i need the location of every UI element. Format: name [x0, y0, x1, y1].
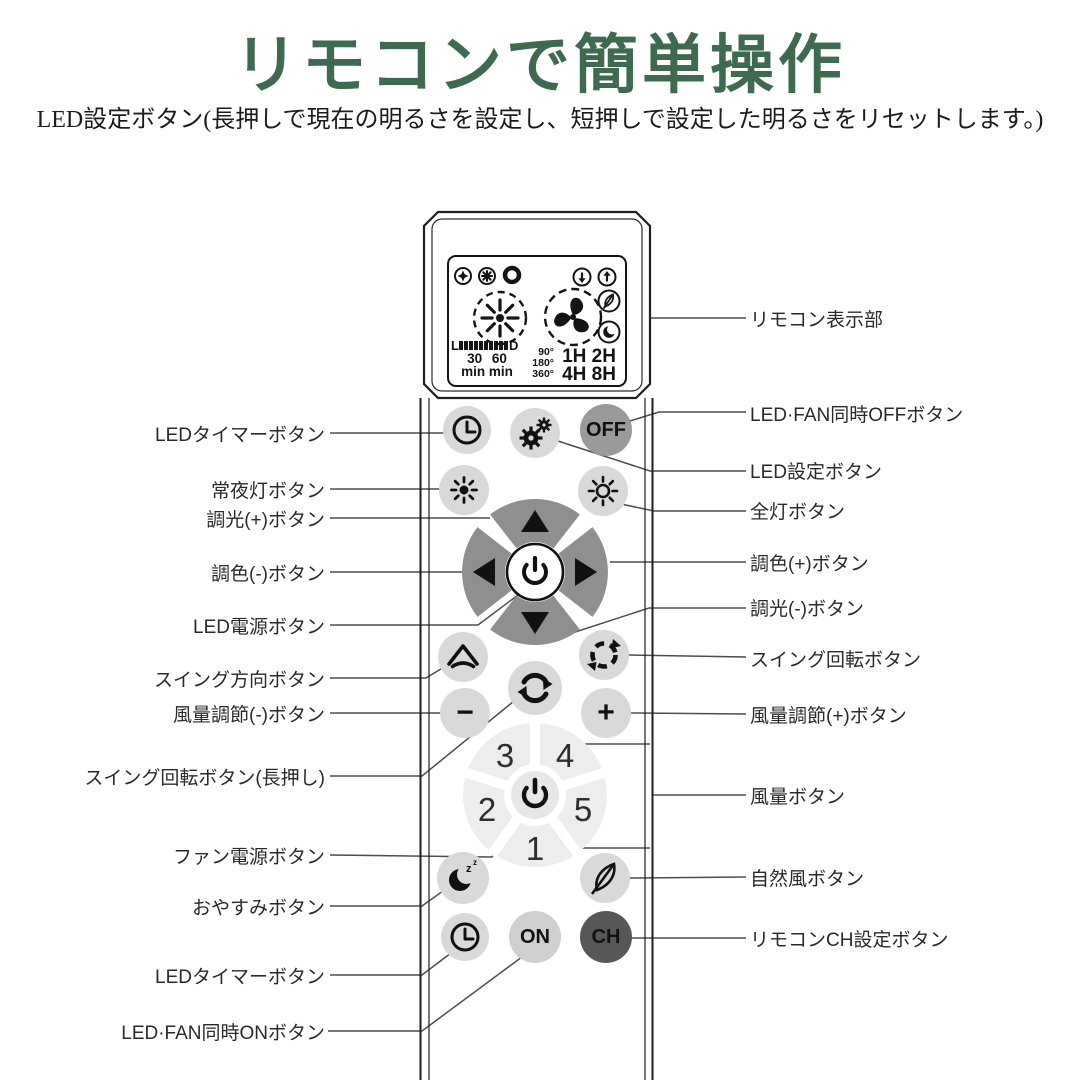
- label-fan-speed: 風量ボタン: [750, 787, 846, 808]
- bar-left-cap: L: [451, 338, 459, 353]
- led-timer-button-bottom: [441, 913, 489, 961]
- leaf-icon: [590, 862, 616, 895]
- timer-hours-row2: 4H 8H: [562, 364, 616, 385]
- label-swing-direction: スイング方向ボタン: [153, 670, 325, 691]
- label-led-timer-bottom: LEDタイマーボタン: [155, 967, 325, 988]
- led-fan-off-button: OFF: [580, 404, 632, 456]
- dim-light-icon: [454, 267, 472, 285]
- fan-speed-wheel: 1 2 3 4 5: [463, 721, 607, 867]
- night-light-button: [439, 465, 489, 515]
- remote-head: [422, 210, 652, 400]
- ring-icon: [502, 265, 522, 285]
- moon-icon: z z: [449, 858, 477, 891]
- rotation-dashed-icon: [587, 639, 621, 671]
- label-tone-plus: 調色(+)ボタン: [750, 554, 869, 575]
- label-led-fan-off: LED·FAN同時OFFボタン: [750, 405, 964, 426]
- label-sleep: おやすみボタン: [191, 898, 325, 919]
- label-dim-minus: 調光(-)ボタン: [750, 599, 864, 620]
- dpad-down-dim-minus: [490, 595, 580, 645]
- label-led-timer-top: LEDタイマーボタン: [155, 425, 325, 446]
- on-label: ON: [520, 925, 550, 948]
- remote-body: [419, 398, 654, 1080]
- label-fan-power: ファン電源ボタン: [172, 847, 325, 868]
- clock-icon: [452, 415, 482, 445]
- label-fan-minus: 風量調節(-)ボタン: [173, 705, 325, 726]
- swing-rotation-button: [579, 630, 629, 680]
- brightness-level-bar: L D: [451, 338, 518, 353]
- label-dim-plus: 調光(+)ボタン: [206, 510, 325, 531]
- fan-speed-minus-button: −: [440, 688, 490, 738]
- night-light-icon: [450, 476, 478, 504]
- sleep-button: z z: [437, 852, 489, 904]
- remote-display: [447, 255, 627, 387]
- label-fan-plus: 風量調節(+)ボタン: [750, 706, 907, 727]
- power-icon: [521, 777, 549, 809]
- led-timer-button-top: [443, 406, 491, 454]
- label-swing-rotation: スイング回転ボタン: [750, 650, 922, 671]
- svg-text:z: z: [473, 858, 477, 867]
- led-setting-button: [510, 408, 560, 458]
- fan-speed-plus-button: +: [581, 688, 631, 738]
- swing-degree-180: 180°: [532, 357, 554, 369]
- label-natural-wind: 自然風ボタン: [750, 869, 865, 890]
- timer-minutes-units: min min: [461, 364, 513, 379]
- timer-hours-row1: 1H 2H: [562, 346, 616, 367]
- timer-minutes-values: 30 60: [467, 351, 507, 366]
- dpad-right-tone-plus: [558, 527, 608, 617]
- swing-direction-icon: [447, 644, 479, 669]
- rotation-icon: [517, 672, 553, 704]
- dpad-up-dim-plus: [490, 499, 580, 549]
- swing-rotation-longpress-button: [508, 661, 562, 715]
- label-remote-ch: リモコンCH設定ボタン: [750, 930, 949, 951]
- label-tone-minus: 調色(-)ボタン: [211, 564, 325, 585]
- display-fan-icon: [543, 287, 603, 347]
- all-light-button: [578, 466, 628, 516]
- page-title: リモコンで簡単操作: [234, 30, 846, 101]
- power-icon: [522, 555, 548, 585]
- ch-label: CH: [591, 925, 621, 948]
- label-night-light: 常夜灯ボタン: [210, 481, 325, 502]
- dpad: [462, 499, 608, 645]
- display-status-icons: [454, 265, 617, 287]
- display-moon-icon: [597, 320, 621, 344]
- remote-ch-button: CH: [580, 911, 632, 963]
- plus-icon: +: [597, 696, 615, 729]
- fan-speed-3: 3: [496, 737, 514, 774]
- gears-icon: [519, 417, 552, 450]
- bar-right-cap: D: [508, 338, 519, 353]
- swing-direction-button: [438, 632, 488, 682]
- fan-power-button: [511, 771, 559, 819]
- fan-speed-1: 1: [526, 830, 544, 867]
- subtitle-text: LED設定ボタン(長押しで現在の明るさを設定し、短押しで設定した明るさをリセット…: [36, 107, 1044, 133]
- bright-light-icon: [478, 267, 496, 285]
- swing-degree-360: 360°: [532, 368, 554, 380]
- fan-speed-5: 5: [574, 791, 592, 828]
- fan-up-icon: [597, 267, 617, 287]
- off-label: OFF: [586, 418, 626, 441]
- label-all-light: 全灯ボタン: [750, 502, 846, 523]
- svg-text:z: z: [466, 863, 472, 875]
- clock-icon: [450, 922, 480, 952]
- label-led-fan-on: LED·FAN同時ONボタン: [121, 1023, 325, 1044]
- led-fan-on-button: ON: [509, 911, 561, 963]
- minus-icon: −: [456, 696, 474, 729]
- dpad-left-tone-minus: [462, 527, 512, 617]
- natural-wind-button: [580, 853, 630, 903]
- fan-speed-2: 2: [478, 791, 496, 828]
- label-led-setting: LED設定ボタン: [750, 462, 882, 483]
- label-swing-longpress: スイング回転ボタン(長押し): [84, 768, 325, 789]
- display-leaf-icon: [597, 289, 621, 313]
- swing-degree-90: 90°: [538, 346, 554, 358]
- all-light-icon: [587, 475, 619, 507]
- fan-down-icon: [572, 267, 592, 287]
- fan-speed-4: 4: [556, 737, 574, 774]
- label-display: リモコン表示部: [750, 310, 884, 331]
- label-led-power: LED電源ボタン: [193, 617, 325, 638]
